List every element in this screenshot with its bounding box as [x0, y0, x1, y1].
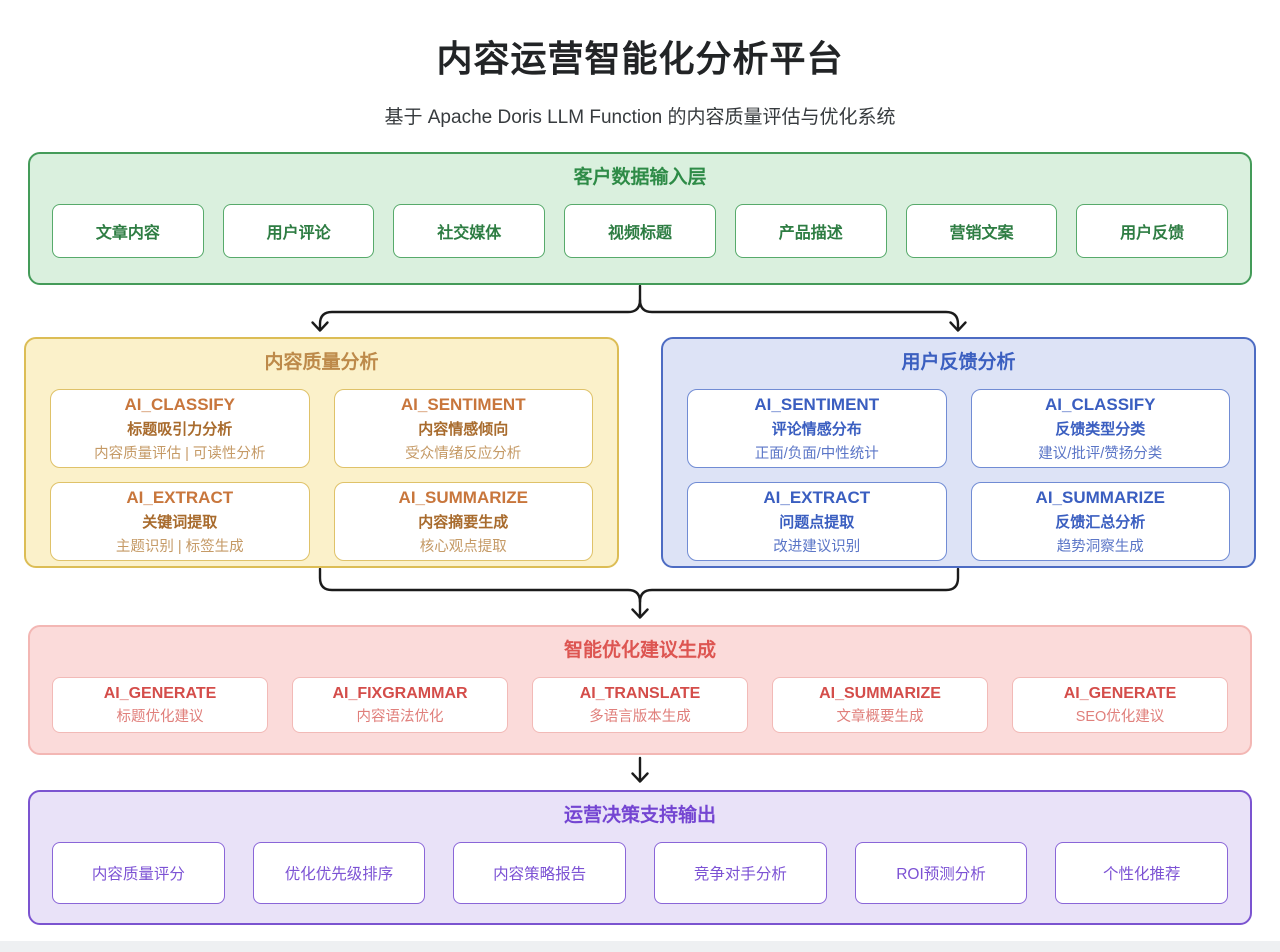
function-desc: 建议/批评/赞扬分类: [1038, 445, 1163, 462]
output-item: 个性化推荐: [1055, 842, 1229, 904]
function-name: AI_CLASSIFY: [1044, 394, 1156, 414]
function-title: 关键词提取: [142, 513, 218, 531]
input-item: 产品描述: [734, 204, 887, 258]
section-content-quality: 内容质量分析 AI_CLASSIFY 标题吸引力分析 内容质量评估 | 可读性分…: [24, 337, 619, 568]
function-name: AI_CLASSIFY: [124, 394, 236, 414]
function-name: AI_GENERATE: [103, 684, 217, 702]
section-optimization-title: 智能优化建议生成: [563, 640, 716, 661]
function-title: SEO优化建议: [1075, 708, 1165, 725]
function-desc: 趋势洞察生成: [1056, 538, 1144, 555]
split-arrow: [311, 285, 967, 332]
section-content-quality-title: 内容质量分析: [264, 352, 379, 373]
down-arrow: [631, 756, 649, 783]
function-card: AI_SENTIMENT 内容情感倾向 受众情绪反应分析: [333, 389, 593, 468]
input-item: 文章内容: [52, 204, 204, 258]
output-item: 内容策略报告: [453, 842, 627, 904]
function-card: AI_SUMMARIZE 反馈汇总分析 趋势洞察生成: [970, 482, 1230, 561]
function-name: AI_EXTRACT: [763, 487, 871, 507]
page-bottom-strip: [0, 941, 1280, 952]
function-name: AI_FIXGRAMMAR: [332, 684, 468, 702]
function-title: 评论情感分布: [771, 420, 862, 438]
page-header: 内容运营智能化分析平台 基于 Apache Doris LLM Function…: [0, 0, 1280, 152]
function-card: AI_GENERATE 标题优化建议: [52, 677, 268, 733]
section-decision-output: 运营决策支持输出 内容质量评分 优化优先级排序 内容策略报告 竞争对手分析 RO…: [28, 790, 1252, 925]
function-title: 反馈类型分类: [1055, 420, 1146, 438]
section-user-feedback: 用户反馈分析 AI_SENTIMENT 评论情感分布 正面/负面/中性统计 AI…: [661, 337, 1256, 568]
output-item: 优化优先级排序: [252, 842, 426, 904]
function-name: AI_EXTRACT: [126, 487, 234, 507]
function-name: AI_SUMMARIZE: [819, 684, 941, 702]
input-item: 视频标题: [564, 204, 716, 258]
content-quality-grid: AI_CLASSIFY 标题吸引力分析 内容质量评估 | 可读性分析 AI_SE…: [50, 389, 593, 561]
function-name: AI_SENTIMENT: [400, 394, 526, 414]
function-title: 标题吸引力分析: [127, 420, 233, 438]
input-chip-row: 文章内容 用户评论 社交媒体 视频标题 产品描述 营销文案 用户反馈: [52, 204, 1229, 258]
function-card: AI_SENTIMENT 评论情感分布 正面/负面/中性统计: [687, 389, 947, 468]
function-name: AI_TRANSLATE: [579, 684, 701, 702]
function-desc: 内容质量评估 | 可读性分析: [94, 445, 266, 462]
input-item: 营销文案: [905, 204, 1058, 258]
output-item: 竞争对手分析: [654, 842, 827, 904]
function-card: AI_EXTRACT 问题点提取 改进建议识别: [687, 482, 947, 561]
function-card: AI_SUMMARIZE 文章概要生成: [772, 677, 988, 733]
function-title: 标题优化建议: [116, 708, 204, 725]
function-card: AI_CLASSIFY 反馈类型分类 建议/批评/赞扬分类: [970, 389, 1230, 468]
input-item: 用户反馈: [1076, 204, 1229, 258]
function-title: 问题点提取: [779, 513, 855, 531]
function-desc: 受众情绪反应分析: [405, 445, 522, 462]
section-user-feedback-title: 用户反馈分析: [901, 352, 1016, 373]
function-title: 内容情感倾向: [418, 420, 509, 438]
function-card: AI_TRANSLATE 多语言版本生成: [532, 677, 748, 733]
output-item: 内容质量评分: [52, 842, 225, 904]
input-item: 社交媒体: [393, 204, 546, 258]
function-name: AI_SENTIMENT: [754, 394, 880, 414]
function-card: AI_SUMMARIZE 内容摘要生成 核心观点提取: [333, 482, 593, 561]
function-title: 反馈汇总分析: [1055, 513, 1146, 531]
optimization-row: AI_GENERATE 标题优化建议 AI_FIXGRAMMAR 内容语法优化 …: [52, 677, 1228, 733]
section-input-layer-title: 客户数据输入层: [573, 167, 707, 188]
function-card: AI_GENERATE SEO优化建议: [1012, 677, 1228, 733]
function-card: AI_FIXGRAMMAR 内容语法优化: [292, 677, 508, 733]
function-desc: 核心观点提取: [419, 538, 507, 555]
merge-arrow: [318, 568, 960, 619]
function-title: 多语言版本生成: [589, 708, 691, 725]
function-card: AI_CLASSIFY 标题吸引力分析 内容质量评估 | 可读性分析: [50, 389, 310, 468]
function-desc: 正面/负面/中性统计: [754, 445, 879, 462]
function-title: 内容摘要生成: [418, 513, 509, 531]
output-item: ROI预测分析: [854, 842, 1028, 904]
function-title: 文章概要生成: [836, 708, 924, 725]
input-item: 用户评论: [222, 204, 375, 258]
function-desc: 改进建议识别: [773, 538, 861, 555]
section-optimization: 智能优化建议生成 AI_GENERATE 标题优化建议 AI_FIXGRAMMA…: [28, 625, 1252, 755]
user-feedback-grid: AI_SENTIMENT 评论情感分布 正面/负面/中性统计 AI_CLASSI…: [687, 389, 1230, 561]
page-title: 内容运营智能化分析平台: [436, 38, 844, 79]
function-name: AI_GENERATE: [1063, 684, 1177, 702]
function-title: 内容语法优化: [356, 708, 444, 725]
function-desc: 主题识别 | 标签生成: [115, 538, 244, 555]
output-chip-row: 内容质量评分 优化优先级排序 内容策略报告 竞争对手分析 ROI预测分析 个性化…: [52, 842, 1229, 904]
analysis-row: 内容质量分析 AI_CLASSIFY 标题吸引力分析 内容质量评估 | 可读性分…: [24, 337, 1256, 568]
function-card: AI_EXTRACT 关键词提取 主题识别 | 标签生成: [50, 482, 310, 561]
function-name: AI_SUMMARIZE: [398, 487, 528, 507]
page-subtitle: 基于 Apache Doris LLM Function 的内容质量评估与优化系…: [384, 107, 896, 128]
section-decision-output-title: 运营决策支持输出: [563, 805, 716, 826]
function-name: AI_SUMMARIZE: [1035, 487, 1165, 507]
section-input-layer: 客户数据输入层 文章内容 用户评论 社交媒体 视频标题 产品描述 营销文案 用户…: [28, 152, 1252, 285]
